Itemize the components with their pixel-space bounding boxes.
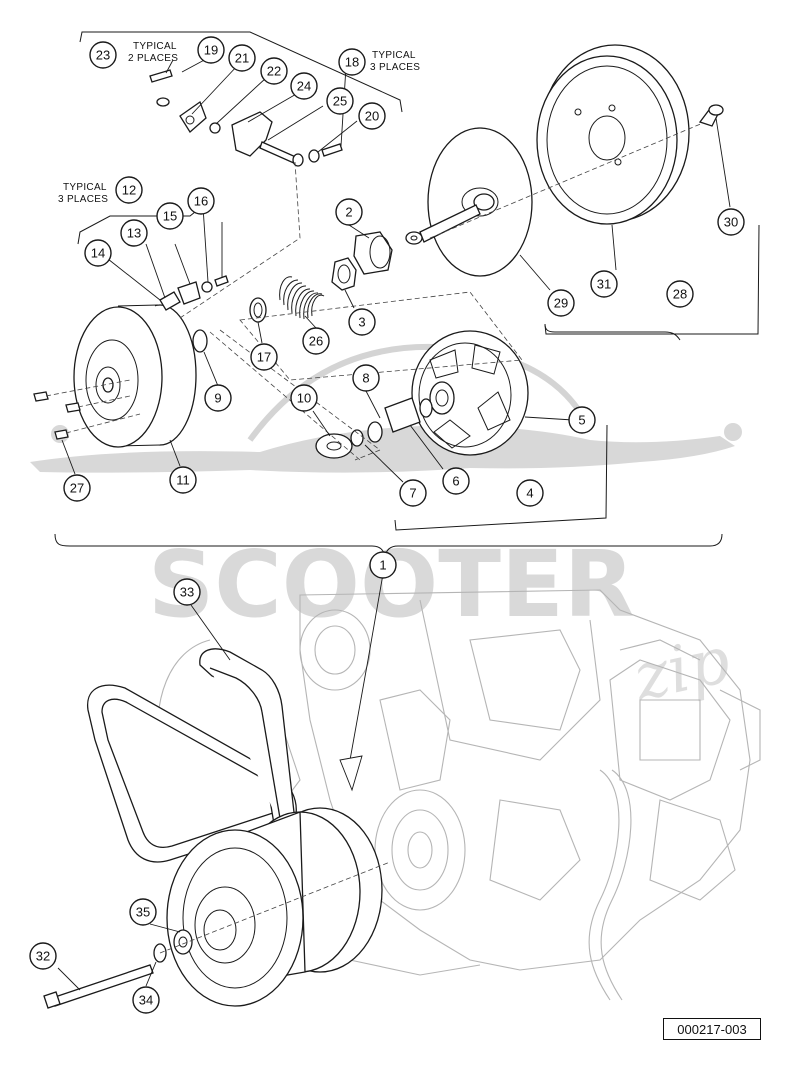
callout-16: 16 [187,187,215,215]
callout-20: 20 [358,102,386,130]
callout-30: 30 [717,208,745,236]
note-typical-3-places-left-line1: TYPICAL [63,182,107,193]
svg-text:16: 16 [194,194,208,209]
svg-text:24: 24 [297,79,311,94]
callout-15: 15 [156,202,184,230]
callout-21: 21 [228,44,256,72]
callout-31: 31 [590,270,618,298]
svg-text:20: 20 [365,109,379,124]
callout-18: 18 [338,48,366,76]
callout-27: 27 [63,474,91,502]
callout-33: 33 [173,578,201,606]
svg-text:3: 3 [358,315,365,330]
callout-5: 5 [568,406,596,434]
svg-text:35: 35 [136,905,150,920]
callout-22: 22 [260,57,288,85]
leader-lines [57,57,731,991]
svg-text:33: 33 [180,585,194,600]
callout-6: 6 [442,467,470,495]
svg-text:29: 29 [554,296,568,311]
svg-text:31: 31 [597,277,611,292]
callout-28: 28 [666,280,694,308]
diagram-reference-number: 000217-003 [663,1018,761,1040]
callout-7: 7 [399,479,427,507]
svg-text:9: 9 [214,391,221,406]
callout-29: 29 [547,289,575,317]
note-typical-2-places-line1: TYPICAL [133,41,177,52]
svg-text:32: 32 [36,949,50,964]
note-typical-2-places-line2: 2 PLACES [128,53,178,64]
svg-text:13: 13 [127,226,141,241]
callouts: 1 2 3 4 5 6 7 8 9 10 11 12 13 14 15 16 1… [29,36,745,1014]
svg-text:27: 27 [70,481,84,496]
callout-26: 26 [302,327,330,355]
svg-text:22: 22 [267,64,281,79]
callout-32: 32 [29,942,57,970]
svg-text:8: 8 [362,371,369,386]
drive-belt [87,684,297,863]
fixed-sheave [429,44,724,239]
callout-10: 10 [290,384,318,412]
note-typical-3-places-top-line1: TYPICAL [372,50,416,61]
watermark-script: zip [627,623,736,715]
svg-text:17: 17 [257,350,271,365]
callout-13: 13 [120,219,148,247]
callout-11: 11 [169,466,197,494]
svg-text:28: 28 [673,287,687,302]
note-typical-3-places-left-line2: 3 PLACES [58,194,108,205]
weight-hardware [149,69,381,461]
watermark-text: SCOOTER [148,531,635,638]
callout-23: 23 [89,41,117,69]
drive-clutch-cover [33,304,208,448]
callout-25: 25 [326,87,354,115]
svg-text:5: 5 [578,413,585,428]
clutch-spring [249,231,393,323]
svg-text:11: 11 [176,473,190,488]
svg-text:26: 26 [309,334,323,349]
svg-text:30: 30 [724,215,738,230]
svg-text:2: 2 [345,205,352,220]
svg-text:19: 19 [204,43,218,58]
svg-text:4: 4 [526,486,533,501]
callout-3: 3 [348,308,376,336]
svg-text:10: 10 [297,391,311,406]
svg-text:25: 25 [333,94,347,109]
callout-4: 4 [516,479,544,507]
callout-24: 24 [290,72,318,100]
svg-text:6: 6 [452,474,459,489]
svg-text:12: 12 [122,183,136,198]
callout-17: 17 [250,343,278,371]
svg-text:1: 1 [379,558,386,573]
svg-text:23: 23 [96,48,110,63]
moveable-sheave [405,127,533,277]
svg-text:21: 21 [235,51,249,66]
svg-text:18: 18 [345,55,359,70]
belt-33 [199,648,297,837]
callout-35: 35 [129,898,157,926]
svg-text:15: 15 [163,209,177,224]
callout-8: 8 [352,364,380,392]
callout-34: 34 [132,986,160,1014]
callout-12: 12 [115,176,143,204]
svg-text:7: 7 [409,486,416,501]
note-typical-3-places-top-line2: 3 PLACES [370,62,420,73]
callout-19: 19 [197,36,225,64]
callout-1: 1 [369,551,397,579]
callout-9: 9 [204,384,232,412]
svg-text:34: 34 [139,993,153,1008]
callout-14: 14 [84,239,112,267]
svg-text:14: 14 [91,246,105,261]
driven-clutch-assembly [43,807,391,1009]
callout-2: 2 [335,198,363,226]
typical-notes: TYPICAL 2 PLACES TYPICAL 3 PLACES TYPICA… [58,41,420,205]
